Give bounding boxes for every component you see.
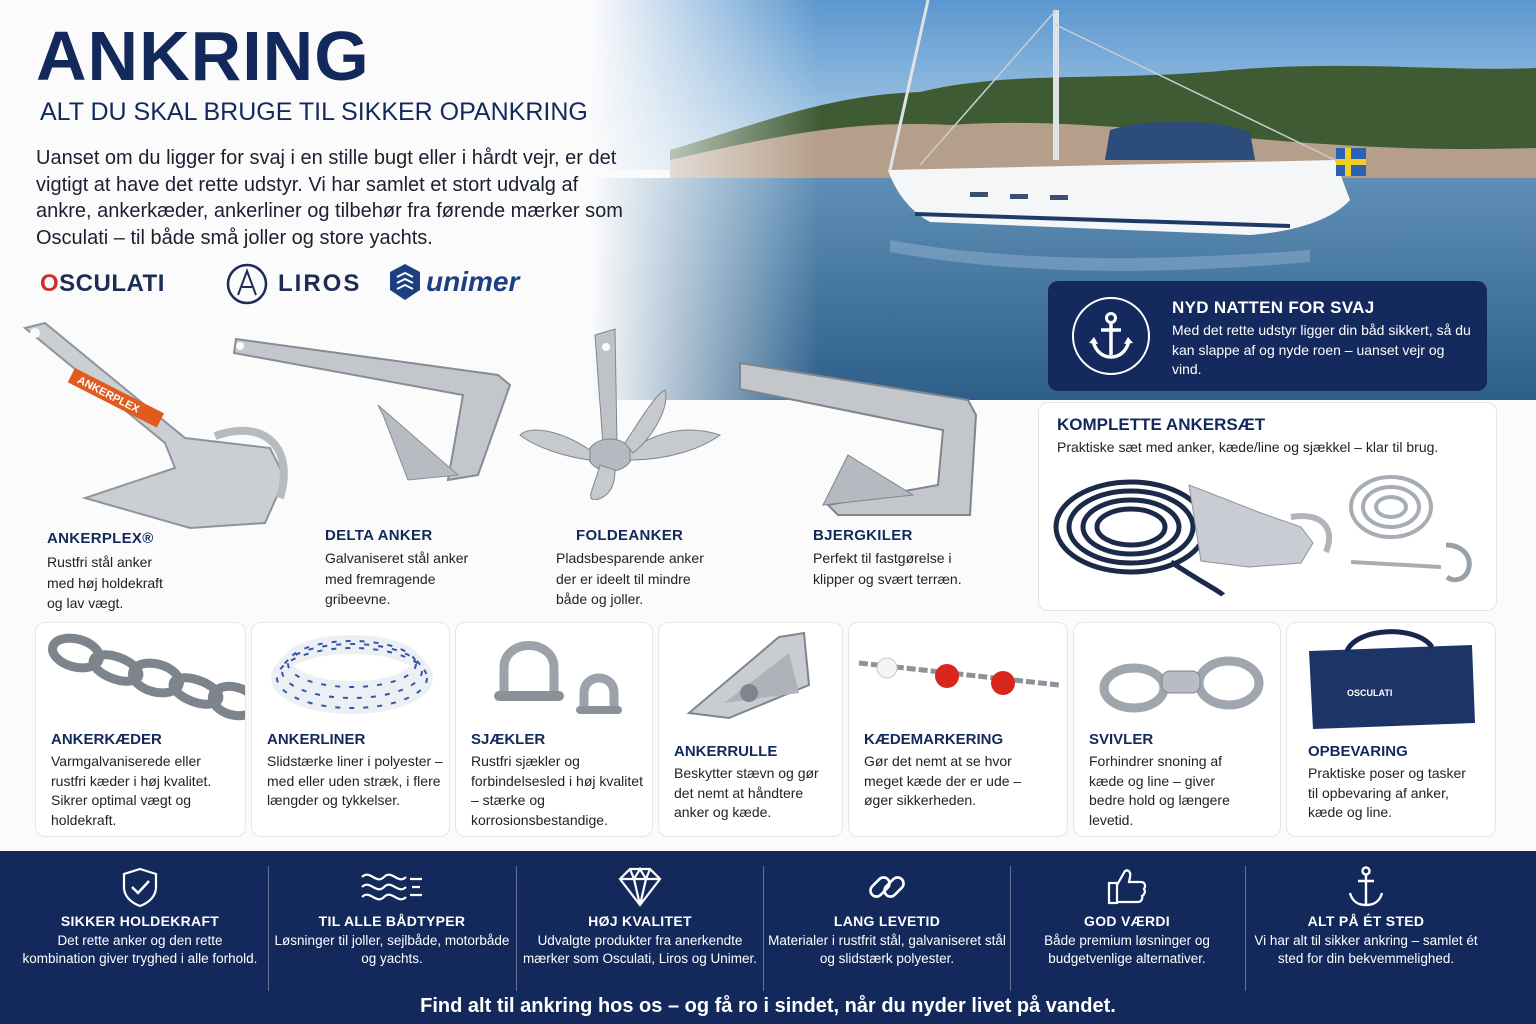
product-card-kaedemarkering[interactable]: KÆDEMARKERING Gør det nemt at se hvor me… — [848, 622, 1068, 837]
kit-title: KOMPLETTE ANKERSÆT — [1057, 415, 1266, 434]
feature-text: Vi har alt til sikker ankring – samlet é… — [1254, 933, 1478, 966]
product-title: KÆDEMARKERING — [864, 731, 1004, 748]
feature-title: LANG LEVETID — [833, 913, 941, 929]
product-text: Praktiske poser og tasker til opbevaring… — [1308, 765, 1466, 820]
osculati-logo-o: O — [40, 270, 60, 297]
feature-title: TIL ALLE BÅDTYPER — [318, 913, 466, 929]
anchor-text: Perfekt til fastgørelse i klipper og svæ… — [813, 550, 962, 587]
footer-tagline: Find alt til ankring hos os – og få ro i… — [420, 995, 1116, 1017]
product-title: SVIVLER — [1089, 731, 1154, 748]
product-title: ANKERRULLE — [674, 743, 778, 760]
feature-title: SIKKER HOLDEKRAFT — [60, 913, 220, 929]
product-card-sjaekler[interactable]: SJÆKLER Rustfri sjækler og forbindelsesl… — [455, 622, 653, 837]
feature-text: Løsninger til joller, sejlbåde, motorbåd… — [274, 933, 510, 966]
product-title: ANKERKÆDER — [51, 731, 162, 748]
liros-logo-text: LIROS — [278, 270, 362, 297]
unimer-logo: unimer — [390, 264, 519, 300]
features-footer: SIKKER HOLDEKRAFT Det rette anker og den… — [0, 851, 1536, 1024]
feature-text: Materialer i rustfrit stål, galvaniseret… — [768, 933, 1006, 966]
page-title: ANKRING — [36, 17, 370, 95]
product-text: Beskytter stævn og gør det nemt at håndt… — [674, 765, 819, 820]
divider — [516, 866, 517, 991]
feature-title: HØJ KVALITET — [588, 913, 692, 929]
divider — [1245, 866, 1246, 991]
feature-text: Udvalgte produkter fra anerkendte mærker… — [522, 933, 758, 966]
feature-title: ALT PÅ ÉT STED — [1307, 913, 1425, 929]
product-text: Slidstærke liner i polyester – med eller… — [267, 753, 443, 808]
anchor-title: FOLDEANKER — [576, 527, 684, 544]
anchor-text: Pladsbesparende anker der er ideelt til … — [556, 550, 704, 607]
product-text: Varmgalvaniserede eller rustfri kæder i … — [51, 753, 212, 828]
product-card-svivler[interactable]: SVIVLER Forhindrer snoning af kæde og li… — [1073, 622, 1281, 837]
ankerplex-anchor-image: ANKERPLEX — [22, 321, 288, 530]
product-text: Rustfri sjækler og forbindelsesled i høj… — [471, 753, 643, 828]
liros-emblem-icon — [226, 263, 268, 305]
callout-box: NYD NATTEN FOR SVAJ Med det rette udstyr… — [1048, 281, 1487, 391]
folding-anchor-image — [519, 328, 722, 500]
product-text: Gør det nemt at se hvor meget kæde der e… — [864, 753, 1022, 808]
product-card-ankerrulle[interactable]: ANKERRULLE Beskytter stævn og gør det ne… — [658, 622, 843, 837]
anchor-title: DELTA ANKER — [325, 527, 433, 544]
bag-logo-text: OSCULATI — [1347, 688, 1392, 698]
product-title: OPBEVARING — [1308, 743, 1408, 760]
diamond-icon — [618, 866, 662, 907]
divider — [1010, 866, 1011, 991]
product-card-opbevaring[interactable]: OSCULATI OPBEVARING Praktiske poser og t… — [1286, 622, 1496, 837]
storage-bag-image: OSCULATI — [1309, 629, 1475, 729]
anchor-icon — [1348, 866, 1384, 907]
chain-image — [48, 633, 245, 721]
product-card-ankerliner[interactable]: ANKERLINER Slidstærke liner i polyester … — [251, 622, 450, 837]
anchor-text: Rustfri stål anker med høj holdekraft og… — [47, 554, 163, 611]
unimer-emblem-icon — [390, 264, 420, 300]
bow-roller-image — [686, 631, 811, 720]
osculati-logo-text: SCULATI — [59, 270, 165, 297]
kit-products-image — [1053, 475, 1472, 597]
product-title: ANKERLINER — [267, 731, 366, 748]
shield-check-icon — [122, 867, 158, 908]
unimer-logo-text: unimer — [426, 266, 520, 297]
callout-text: Med det rette udstyr ligger din båd sikk… — [1172, 322, 1471, 377]
hero-fade-overlay — [0, 0, 820, 620]
anchor-title: BJERGKILER — [813, 527, 913, 544]
waves-icon — [361, 873, 422, 901]
anchor-text: Galvaniseret stål anker med fremragende … — [325, 550, 469, 607]
product-title: SJÆKLER — [471, 731, 546, 748]
chain-link-icon — [869, 876, 905, 898]
divider — [763, 866, 764, 991]
rope-coil-image — [271, 635, 433, 714]
liros-logo: LIROS — [226, 263, 361, 305]
rock-wedge-anchor-image — [739, 361, 978, 516]
callout-title: NYD NATTEN FOR SVAJ — [1172, 298, 1375, 317]
kit-text: Praktiske sæt med anker, kæde/line og sj… — [1057, 439, 1439, 455]
delta-anchor-image — [232, 337, 512, 482]
feature-text: Både premium løsninger og budgetvenlige … — [1044, 933, 1210, 966]
divider — [268, 866, 269, 991]
shackle-image — [494, 641, 622, 714]
swivel-image — [1099, 656, 1264, 713]
callout-anchor-icon — [1072, 297, 1150, 375]
chain-marker-image — [858, 657, 1060, 695]
page-subtitle: ALT DU SKAL BRUGE TIL SIKKER OPANKRING — [40, 98, 588, 126]
product-text: Forhindrer snoning af kæde og line – giv… — [1089, 753, 1230, 828]
anchor-kit-card[interactable]: KOMPLETTE ANKERSÆT Praktiske sæt med ank… — [1038, 402, 1497, 611]
anchor-title: ANKERPLEX® — [47, 530, 154, 547]
intro-text: Uanset om du ligger for svaj i en stille… — [36, 147, 623, 249]
feature-text: Det rette anker og den rette kombination… — [22, 933, 258, 966]
thumbs-up-icon — [1107, 869, 1147, 905]
feature-title: GOD VÆRDI — [1084, 913, 1170, 929]
product-card-ankerkaeder[interactable]: ANKERKÆDER Varmgalvaniserede eller rustf… — [35, 622, 246, 837]
